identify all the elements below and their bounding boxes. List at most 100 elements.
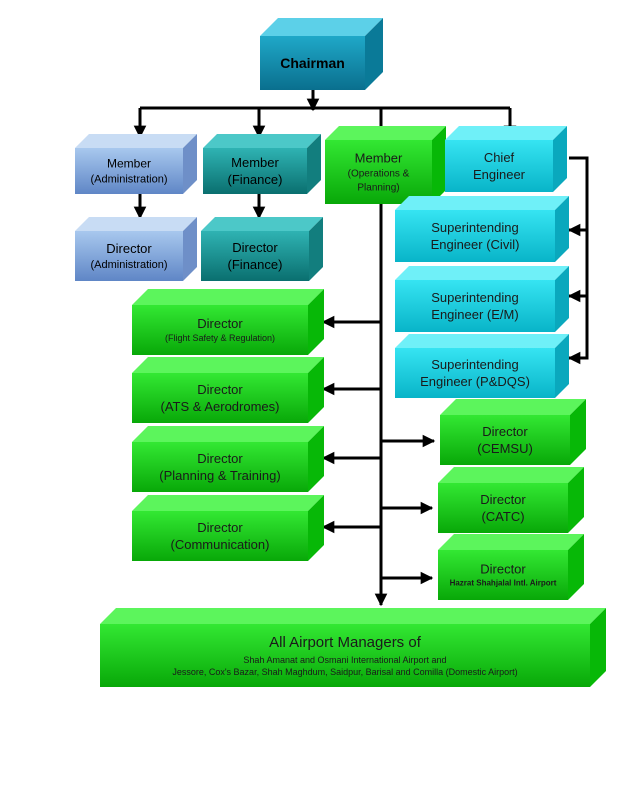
member-ops-line-1: Member — [355, 151, 403, 166]
box-top-face — [440, 399, 586, 415]
box-front-face — [132, 511, 308, 561]
box-front-face — [75, 148, 183, 194]
dir-hsia-line-2: Hazrat Shahjalal Intl. Airport — [450, 579, 557, 588]
box-top-face — [260, 18, 383, 36]
box-front-face — [438, 483, 568, 533]
box-front-face — [395, 280, 555, 332]
member-admin-line-2: (Administration) — [90, 174, 167, 186]
airport-managers-line-2: Shah Amanat and Osmani International Air… — [243, 655, 446, 665]
dir-hsia-line-1: Director — [480, 562, 526, 577]
box-side-face — [568, 534, 584, 600]
box-top-face — [75, 134, 197, 148]
box-front-face — [395, 210, 555, 262]
chief-engineer-line-1: Chief — [484, 150, 515, 165]
box-top-face — [325, 126, 446, 140]
box-side-face — [183, 217, 197, 281]
box-front-face — [132, 373, 308, 423]
director-admin-line-2: (Administration) — [90, 259, 167, 271]
dir-catc-box: Director(CATC) — [438, 467, 584, 533]
member-finance-line-2: (Finance) — [228, 172, 283, 187]
director-finance-line-2: (Finance) — [228, 257, 283, 272]
director-finance-box: Director (Finance) — [201, 217, 323, 281]
member-admin-line-1: Member — [107, 157, 151, 171]
box-top-face — [438, 534, 584, 550]
box-side-face — [183, 134, 197, 194]
dir-comm-line-1: Director — [197, 520, 243, 535]
connector-lines — [133, 90, 589, 607]
box-front-face — [100, 624, 590, 687]
se-civil-line-2: Engineer (Civil) — [431, 237, 520, 252]
dir-ats-line-1: Director — [197, 382, 243, 397]
box-side-face — [570, 399, 586, 465]
box-side-face — [590, 608, 606, 687]
chairman-box: Chairman — [260, 18, 383, 90]
dir-comm-box: Director (Communication) — [132, 495, 324, 561]
box-top-face — [100, 608, 606, 624]
box-front-face — [438, 550, 568, 600]
dir-planning-box: Director (Planning & Training) — [132, 426, 324, 492]
se-pdqs-line-2: Engineer (P&DQS) — [420, 374, 530, 389]
box-side-face — [555, 334, 569, 398]
dir-cemsu-line-2: (CEMSU) — [477, 441, 533, 456]
box-top-face — [132, 495, 324, 511]
se-civil-line-1: Superintending — [431, 220, 518, 235]
director-admin-box: Director (Administration) — [75, 217, 197, 281]
box-top-face — [132, 357, 324, 373]
dir-comm-line-2: (Communication) — [171, 537, 270, 552]
box-side-face — [553, 126, 567, 192]
member-ops-box: Member (Operations & Planning) — [325, 126, 446, 204]
member-admin-box: Member (Administration) — [75, 134, 197, 194]
box-side-face — [308, 495, 324, 561]
box-front-face — [132, 442, 308, 492]
chairman-line-1: Chairman — [280, 55, 345, 71]
box-top-face — [438, 467, 584, 483]
dir-flight-safety-box: Director (Flight Safety & Regulation) — [132, 289, 324, 355]
dir-flight-safety-line-2: (Flight Safety & Regulation) — [165, 333, 275, 343]
box-side-face — [309, 217, 323, 281]
box-top-face — [203, 134, 321, 148]
box-top-face — [395, 334, 569, 348]
director-finance-line-1: Director — [232, 240, 278, 255]
box-top-face — [75, 217, 197, 231]
box-side-face — [307, 134, 321, 194]
box-side-face — [555, 196, 569, 262]
airport-managers-line-3: Jessore, Cox's Bazar, Shah Maghdum, Said… — [172, 667, 517, 677]
member-finance-line-1: Member — [231, 155, 279, 170]
se-em-line-1: Superintending — [431, 290, 518, 305]
member-ops-line-2: (Operations & — [348, 169, 410, 180]
box-front-face — [201, 231, 309, 281]
box-front-face — [203, 148, 307, 194]
dir-planning-line-1: Director — [197, 451, 243, 466]
box-front-face — [440, 415, 570, 465]
box-front-face — [445, 140, 553, 192]
chief-engineer-line-2: Engineer — [473, 167, 526, 182]
se-em-line-2: Engineer (E/M) — [431, 307, 518, 322]
box-side-face — [308, 289, 324, 355]
box-side-face — [432, 126, 446, 204]
dir-flight-safety-line-1: Director — [197, 316, 243, 331]
box-top-face — [395, 196, 569, 210]
dir-ats-box: Director (ATS & Aerodromes) — [132, 357, 324, 423]
chief-engineer-bracket — [567, 156, 589, 365]
box-front-face — [132, 305, 308, 355]
se-pdqs-line-1: Superintending — [431, 357, 518, 372]
box-top-face — [395, 266, 569, 280]
box-front-face — [260, 36, 365, 90]
box-front-face — [395, 348, 555, 398]
box-top-face — [201, 217, 323, 231]
director-admin-line-1: Director — [106, 241, 152, 256]
dir-planning-line-2: (Planning & Training) — [159, 468, 280, 483]
member-finance-box: Member (Finance) — [203, 134, 321, 194]
box-top-face — [445, 126, 567, 140]
dir-ats-line-2: (ATS & Aerodromes) — [161, 399, 280, 414]
box-top-face — [132, 426, 324, 442]
member-ops-line-3: Planning) — [357, 183, 399, 194]
box-side-face — [555, 266, 569, 332]
box-side-face — [308, 357, 324, 423]
